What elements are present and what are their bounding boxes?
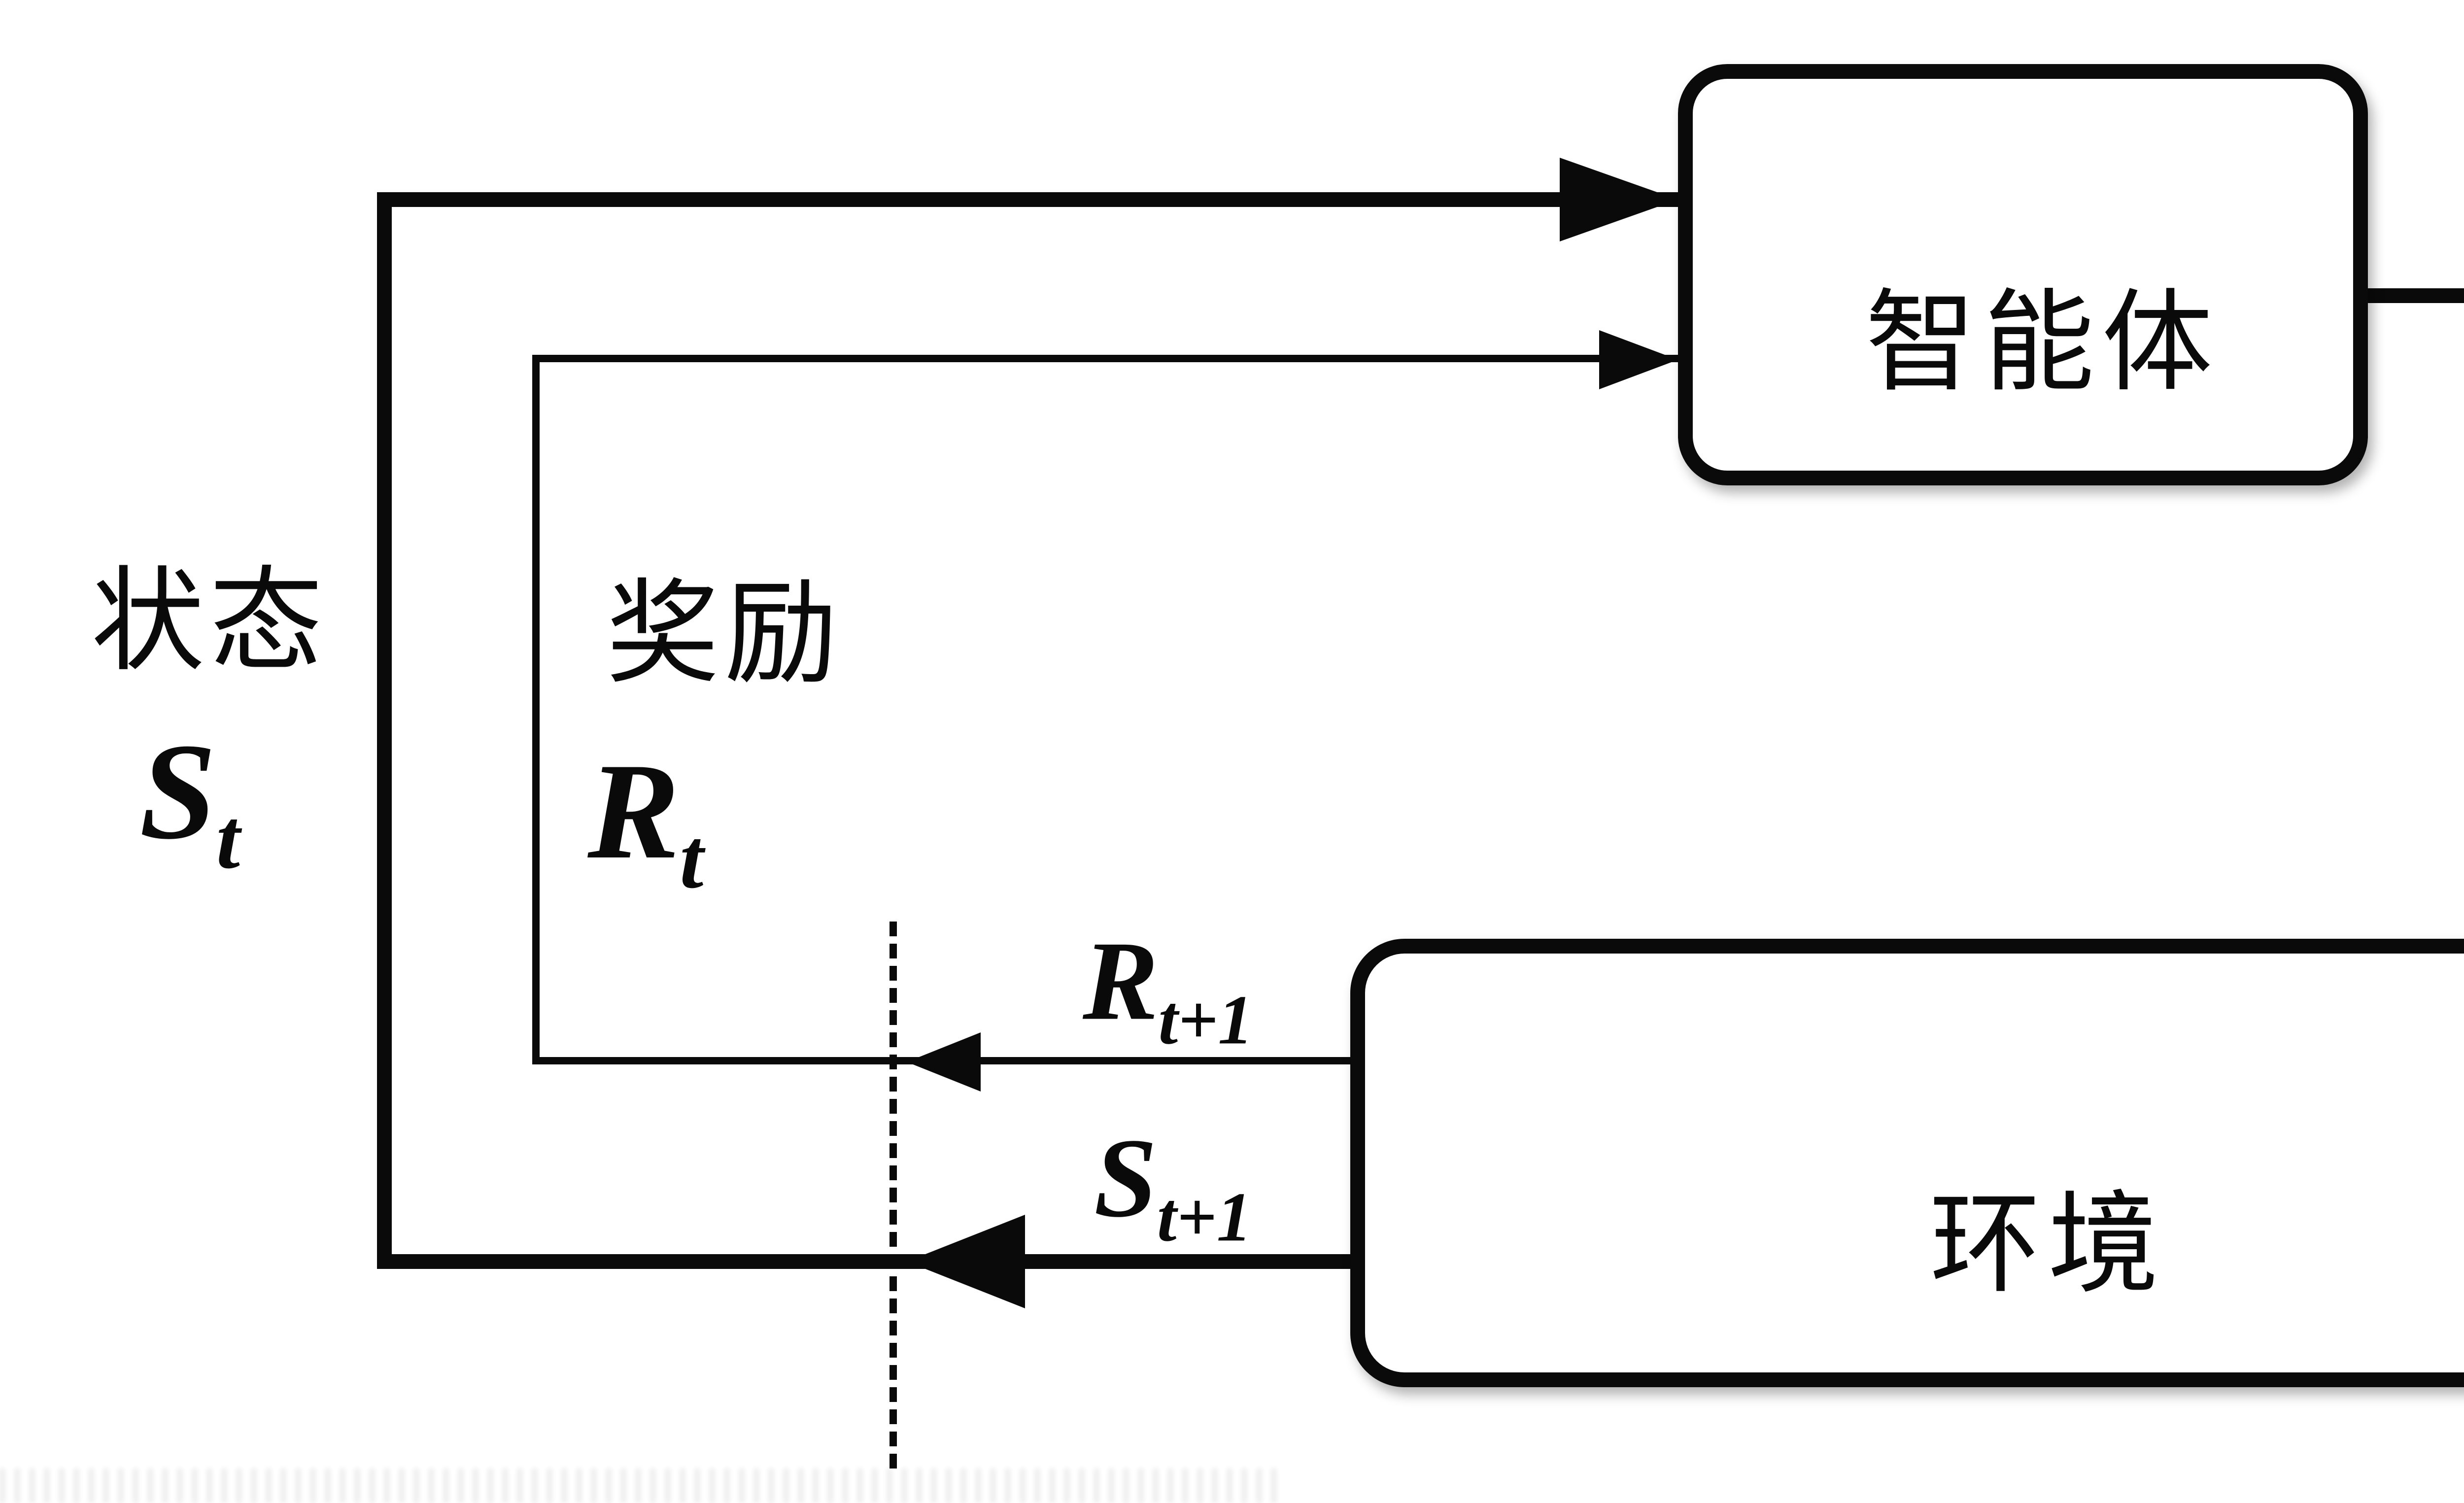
next-reward-symbol-subscript: t+1 [1158,984,1253,1061]
next-reward-arrowhead-icon [907,1032,981,1092]
reward-caption: 奖励 [606,572,843,697]
reward-symbol: Rt [587,734,703,902]
cropped-caption-artifact [0,1469,1281,1503]
next-reward-symbol-base: R [1083,918,1159,1044]
reward-arrowhead-into-agent-icon [1599,330,1678,389]
state-symbol-base: S [139,717,216,870]
action-line-top-segment [2368,288,2464,303]
reward-symbol-base: R [587,737,680,889]
next-reward-symbol: Rt+1 [1083,916,1253,1058]
time-step-boundary-dashed-line [890,922,897,1469]
next-state-arrowhead-icon [907,1215,1025,1308]
agent-box: 智能体 [1678,64,2368,485]
agent-box-label: 智能体 [1865,283,2221,407]
state-arrowhead-into-agent-icon [1560,158,1678,241]
reward-symbol-subscript: t [680,811,704,907]
state-line-left-segment [377,192,392,1269]
next-state-symbol-base: S [1094,1115,1157,1241]
state-line-bottom-segment [377,1254,1360,1269]
next-state-symbol: St+1 [1094,1113,1252,1255]
state-symbol-subscript: t [216,791,240,888]
reward-line-left-segment [532,355,540,1064]
state-line-top-segment [377,192,1683,207]
state-symbol: St [139,715,240,882]
environment-box-label: 环境 [1929,1183,2166,1307]
next-state-symbol-subscript: t+1 [1157,1181,1252,1258]
environment-box: 环境 [1350,939,2464,1387]
state-caption: 状态 [91,559,328,685]
reward-line-top-segment [532,355,1683,362]
